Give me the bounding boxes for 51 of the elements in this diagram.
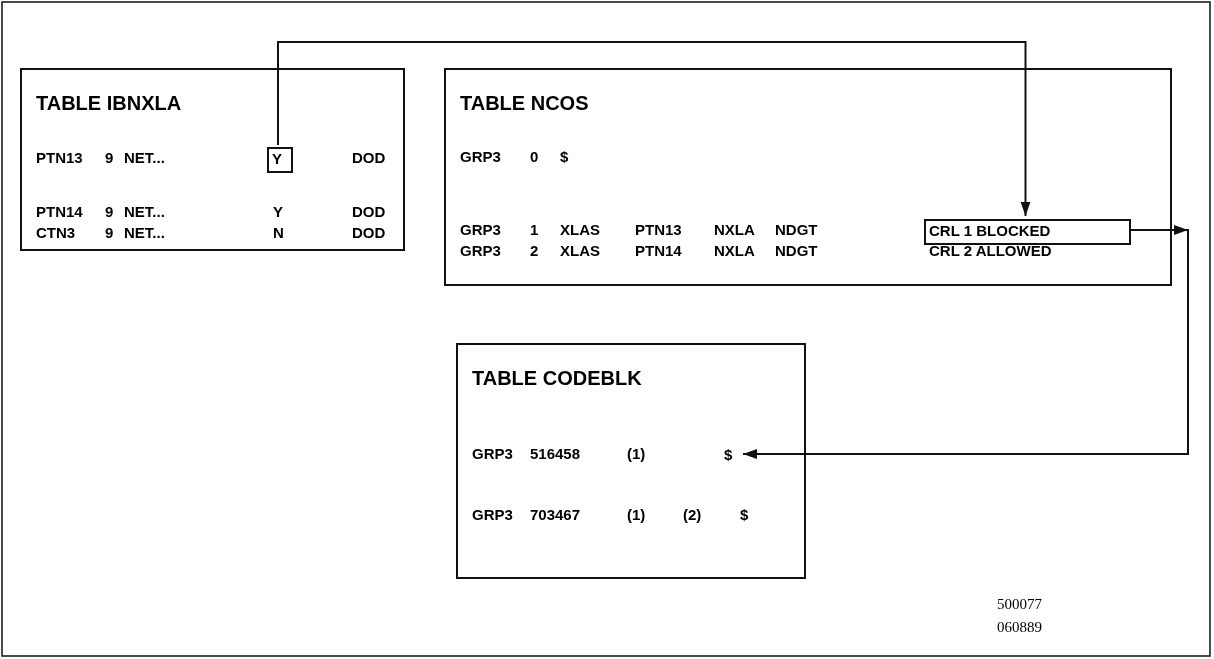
table-entry: CTN3 bbox=[36, 224, 76, 242]
table-entry: 9 bbox=[105, 149, 114, 167]
highlight-box: CRL 1 BLOCKED bbox=[924, 219, 1131, 245]
table-entry: NDGT bbox=[775, 221, 818, 239]
table-entry: (1) bbox=[627, 506, 646, 524]
table-entry: DOD bbox=[352, 203, 386, 221]
table-title: TABLE IBNXLA bbox=[36, 92, 182, 115]
table-entry: $ bbox=[724, 446, 733, 464]
table-entry: GRP3 bbox=[460, 148, 501, 166]
table-entry: 1 bbox=[530, 221, 539, 239]
highlight-box: Y bbox=[267, 147, 293, 173]
table-box bbox=[444, 68, 1172, 286]
table-entry: 2 bbox=[530, 242, 539, 260]
table-entry: NDGT bbox=[775, 242, 818, 260]
table-entry: PTN14 bbox=[36, 203, 83, 221]
table-entry: CRL 2 ALLOWED bbox=[929, 242, 1052, 260]
figure-number: 500077 bbox=[997, 596, 1042, 613]
table-box bbox=[20, 68, 405, 251]
arrow bbox=[742, 225, 1189, 459]
table-entry: 0 bbox=[530, 148, 539, 166]
table-entry: 703467 bbox=[530, 506, 581, 524]
table-box bbox=[456, 343, 806, 579]
table-title: TABLE CODEBLK bbox=[472, 367, 642, 390]
table-entry: NXLA bbox=[714, 242, 755, 260]
table-entry: (1) bbox=[627, 445, 646, 463]
table-title: TABLE NCOS bbox=[460, 92, 589, 115]
table-entry: PTN13 bbox=[635, 221, 682, 239]
table-entry: GRP3 bbox=[472, 445, 513, 463]
table-entry: $ bbox=[740, 506, 749, 524]
table-entry: 9 bbox=[105, 224, 114, 242]
table-entry: 9 bbox=[105, 203, 114, 221]
table-entry: 516458 bbox=[530, 445, 581, 463]
figure-number: 060889 bbox=[997, 619, 1042, 636]
table-entry: GRP3 bbox=[460, 242, 501, 260]
table-entry: XLAS bbox=[560, 242, 600, 260]
table-entry: NET... bbox=[124, 149, 165, 167]
arrow bbox=[277, 41, 1031, 217]
table-entry: PTN14 bbox=[635, 242, 682, 260]
table-entry: (2) bbox=[683, 506, 702, 524]
table-entry: $ bbox=[560, 148, 569, 166]
table-entry: PTN13 bbox=[36, 149, 83, 167]
table-entry: NET... bbox=[124, 203, 165, 221]
table-entry: N bbox=[273, 224, 284, 242]
table-entry: XLAS bbox=[560, 221, 600, 239]
table-entry: NXLA bbox=[714, 221, 755, 239]
table-entry: DOD bbox=[352, 224, 386, 242]
table-entry: GRP3 bbox=[460, 221, 501, 239]
table-entry: DOD bbox=[352, 149, 386, 167]
table-entry: NET... bbox=[124, 224, 165, 242]
table-entry: GRP3 bbox=[472, 506, 513, 524]
table-entry: Y bbox=[273, 203, 283, 221]
